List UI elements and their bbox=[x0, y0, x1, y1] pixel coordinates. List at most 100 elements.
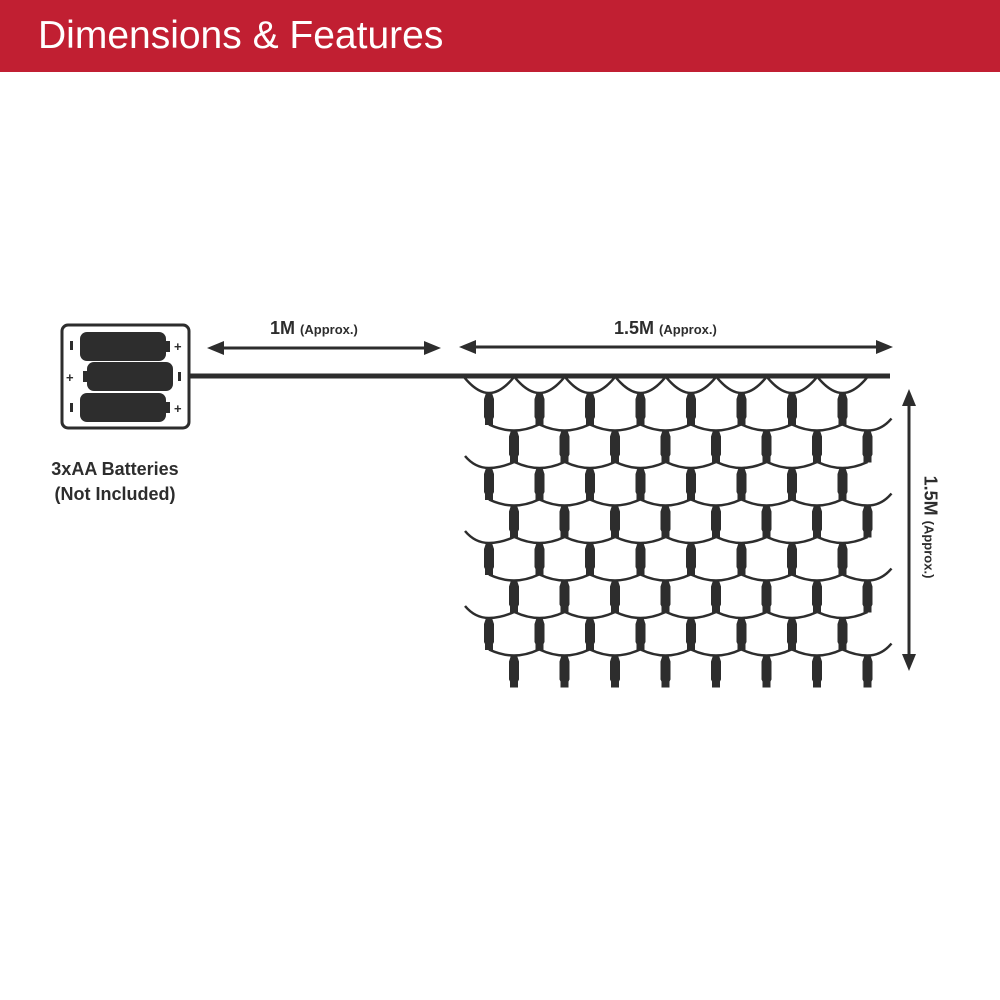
wire bbox=[690, 423, 717, 432]
wire bbox=[690, 535, 717, 545]
bulb-icon bbox=[610, 655, 620, 688]
wire bbox=[463, 376, 490, 395]
wire bbox=[564, 648, 591, 657]
bulb-icon bbox=[686, 543, 696, 575]
bulb-icon bbox=[660, 505, 671, 538]
bulb-icon bbox=[787, 468, 797, 500]
bulb-icon bbox=[736, 468, 747, 500]
battery-label-line2: (Not Included) bbox=[54, 484, 176, 504]
wire bbox=[741, 460, 768, 470]
wire bbox=[589, 423, 616, 432]
height-arrow bbox=[902, 389, 916, 671]
width-arrow bbox=[459, 340, 893, 354]
wire bbox=[842, 376, 869, 395]
bulb-icon bbox=[812, 505, 822, 538]
wire bbox=[690, 610, 717, 620]
bulb-icon bbox=[484, 543, 494, 575]
bulb-icon bbox=[660, 580, 671, 613]
wire bbox=[488, 648, 515, 657]
wire bbox=[841, 498, 868, 507]
wire bbox=[690, 648, 717, 657]
wire bbox=[538, 498, 565, 507]
bulb-icon bbox=[686, 618, 696, 650]
wire bbox=[513, 498, 540, 507]
bulb-icon bbox=[761, 580, 772, 613]
wire bbox=[816, 573, 843, 582]
bulb-icon bbox=[862, 655, 873, 688]
wire bbox=[564, 376, 591, 395]
bulb-icon bbox=[711, 655, 721, 688]
wire bbox=[589, 648, 616, 657]
wire bbox=[816, 376, 843, 395]
bulb-icon bbox=[837, 468, 848, 500]
bulb-icon bbox=[761, 505, 772, 538]
wire bbox=[665, 573, 692, 582]
wire bbox=[513, 573, 540, 582]
header-banner: Dimensions & Features bbox=[0, 0, 1000, 72]
bulb-icon bbox=[484, 393, 494, 425]
wire bbox=[538, 573, 565, 582]
cable-length-arrow bbox=[207, 341, 441, 355]
wire bbox=[766, 573, 793, 582]
height-note: (Approx.) bbox=[921, 520, 937, 579]
wire bbox=[614, 610, 641, 620]
wire bbox=[665, 535, 692, 545]
wire bbox=[715, 573, 742, 582]
wire bbox=[539, 460, 566, 470]
bulb-icon bbox=[635, 543, 646, 575]
width-label: 1.5M (Approx.) bbox=[614, 318, 717, 339]
height-label: 1.5M (Approx.) bbox=[920, 476, 941, 579]
cable-length-note: (Approx.) bbox=[300, 322, 358, 337]
width-value: 1.5M bbox=[614, 318, 655, 338]
wire bbox=[741, 535, 768, 545]
wire bbox=[614, 535, 641, 545]
bulb-icon bbox=[837, 618, 848, 650]
wire bbox=[715, 648, 742, 657]
wire bbox=[665, 423, 692, 432]
wire bbox=[816, 535, 843, 545]
bulb-icon bbox=[585, 468, 595, 500]
wire bbox=[639, 423, 666, 432]
wire bbox=[690, 498, 717, 507]
wire bbox=[513, 376, 540, 395]
wire bbox=[488, 498, 515, 507]
wire bbox=[488, 573, 515, 582]
bulb-icon bbox=[534, 543, 545, 575]
wire bbox=[564, 423, 591, 432]
wire bbox=[867, 417, 893, 432]
bulb-icon bbox=[585, 618, 595, 650]
wire bbox=[816, 610, 843, 620]
bulb-icon bbox=[534, 468, 545, 500]
wire bbox=[766, 648, 793, 657]
battery-label-line1: 3xAA Batteries bbox=[51, 459, 179, 479]
wire bbox=[564, 498, 591, 507]
bulb-icon bbox=[509, 430, 519, 463]
wire bbox=[513, 535, 540, 545]
wire bbox=[841, 648, 868, 657]
bulb-icon bbox=[812, 580, 822, 613]
bulb-icon bbox=[559, 505, 570, 538]
wire bbox=[640, 460, 667, 470]
page-title: Dimensions & Features bbox=[38, 14, 444, 57]
wire bbox=[488, 423, 515, 432]
wire bbox=[766, 423, 793, 432]
wire bbox=[488, 610, 515, 620]
bulb-icon bbox=[812, 655, 822, 688]
bulb-icon bbox=[711, 505, 721, 538]
wire bbox=[766, 376, 793, 395]
bulb-icon bbox=[711, 430, 721, 463]
bulb-icon bbox=[787, 393, 797, 425]
wire bbox=[564, 535, 591, 545]
wire bbox=[639, 648, 666, 657]
bulb-icon bbox=[787, 618, 797, 650]
wire bbox=[816, 423, 843, 432]
wire bbox=[741, 610, 768, 620]
bulb-icon bbox=[534, 393, 545, 425]
wire bbox=[564, 573, 591, 582]
bulb-icon bbox=[534, 618, 545, 650]
wire bbox=[564, 610, 591, 620]
wire bbox=[513, 610, 540, 620]
wire bbox=[614, 498, 641, 507]
bulb-icon bbox=[610, 430, 620, 463]
